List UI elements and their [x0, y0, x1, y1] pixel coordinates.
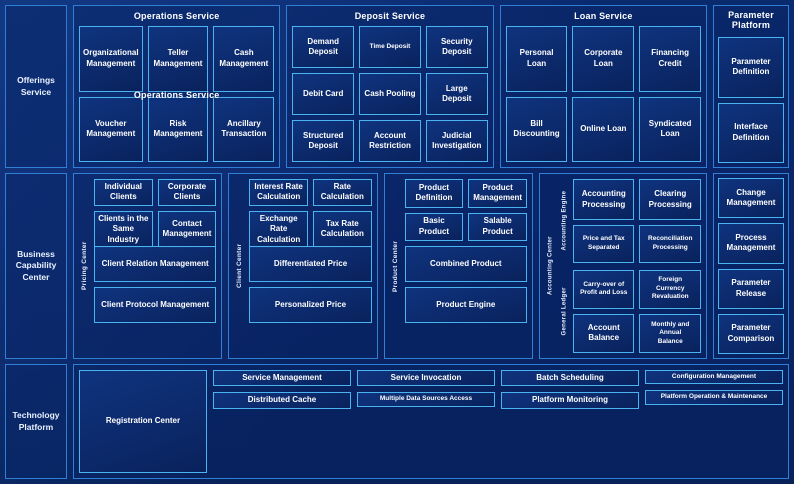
- card-client-protocol-management[interactable]: Client Protocol Management: [94, 287, 217, 323]
- technology-platform-row: Technology Platform Registration Center …: [5, 364, 789, 479]
- card-clients-in-the-same-industry[interactable]: Clients in the Same Industry: [94, 210, 153, 248]
- card-large-deposit[interactable]: Large Deposit: [425, 73, 488, 115]
- technology-column-1: Service Management Distributed Cache: [213, 370, 351, 473]
- card-security-deposit[interactable]: Security Deposit: [425, 26, 488, 68]
- card-client-relation-management[interactable]: Client Relation Management: [94, 246, 217, 282]
- card-product-engine[interactable]: Product Engine: [404, 287, 527, 323]
- tier-label-offerings-service: Offerings Service: [5, 5, 67, 168]
- group-technology-platform[interactable]: Registration Center Service Management D…: [73, 364, 789, 479]
- card-registration-center[interactable]: Registration Center: [79, 370, 207, 473]
- group-title-loan-service: Loan Service: [574, 11, 633, 21]
- card-time-deposit[interactable]: Time Deposit: [359, 26, 421, 68]
- card-product-definition[interactable]: Product Definition: [404, 179, 464, 208]
- card-distributed-cache[interactable]: Distributed Cache: [213, 392, 351, 409]
- card-monthly-and-annual-balance[interactable]: Monthly and Annual Balance: [639, 313, 701, 353]
- card-salable-product[interactable]: Salable Product: [468, 212, 527, 241]
- card-carry-over-of-profit-and-loss[interactable]: Carry-over of Profit and Loss: [572, 269, 635, 309]
- card-debit-card[interactable]: Debit Card: [292, 73, 355, 115]
- card-individual-clients[interactable]: Individual Clients: [94, 179, 153, 206]
- group-title-parameter-platform: Parameter Platform: [728, 10, 774, 30]
- card-personal-loan[interactable]: Personal Loan: [505, 26, 568, 92]
- card-clearing-processing[interactable]: Clearing Processing: [639, 179, 701, 221]
- group-loan-service[interactable]: Loan Service Personal Loan Corporate Loa…: [499, 5, 707, 168]
- card-financing-credit[interactable]: Financing Credit: [639, 26, 701, 92]
- card-bill-discounting[interactable]: Bill Discounting: [505, 96, 568, 162]
- card-demand-deposit[interactable]: Demand Deposit: [292, 26, 355, 68]
- group-operations-service[interactable]: Operations Service Operations Service Or…: [73, 5, 281, 168]
- card-change-management[interactable]: Change Management: [717, 178, 784, 219]
- tier-label-business-capability-center: Business Capability Center: [5, 173, 67, 359]
- subgroup-vlabel-accounting-engine: Accounting Engine: [561, 190, 568, 251]
- card-voucher-management[interactable]: Voucher Management: [79, 96, 143, 162]
- card-teller-management[interactable]: Teller Management: [147, 26, 209, 92]
- technology-column-2: Service Invocation Multiple Data Sources…: [357, 370, 495, 473]
- card-reconciliation-processing[interactable]: Reconciliation Processing: [639, 225, 701, 263]
- group-vlabel-product-center: Product Center: [391, 240, 399, 292]
- card-corporate-clients[interactable]: Corporate Clients: [157, 179, 217, 206]
- card-account-balance[interactable]: Account Balance: [572, 313, 635, 353]
- group-product-center[interactable]: Product Center Product Definition Produc…: [383, 173, 533, 359]
- card-corporate-loan[interactable]: Corporate Loan: [572, 26, 635, 92]
- card-price-and-tax-separated[interactable]: Price and Tax Separated: [572, 225, 635, 263]
- group-title-deposit-service: Deposit Service: [354, 11, 426, 21]
- group-title-operations-service-duplicate: Operations Service: [133, 90, 220, 100]
- card-differentiated-price[interactable]: Differentiated Price: [249, 246, 372, 282]
- card-platform-operation-and-maintenance[interactable]: Platform Operation & Maintenance: [645, 390, 783, 405]
- card-tax-rate-calculation[interactable]: Tax Rate Calculation: [312, 210, 372, 248]
- card-risk-management[interactable]: Risk Management: [147, 96, 209, 162]
- subgroup-vlabel-general-ledger: General Ledger: [561, 287, 568, 336]
- card-foreign-currency-revaluation[interactable]: Foreign Currency Revaluation: [639, 269, 701, 309]
- group-vlabel-accounting-center: Accounting Center: [547, 236, 554, 296]
- card-interface-definition[interactable]: Interface Definition: [717, 102, 784, 163]
- group-parameter-platform-bottom[interactable]: Change Management Process Management Par…: [712, 173, 789, 359]
- group-deposit-service[interactable]: Deposit Service Demand Deposit Time Depo…: [286, 5, 494, 168]
- card-syndicated-loan[interactable]: Syndicated Loan: [639, 96, 701, 162]
- tier-label-technology-platform: Technology Platform: [5, 364, 67, 479]
- card-product-management[interactable]: Product Management: [468, 179, 527, 208]
- card-contact-management[interactable]: Contact Management: [157, 210, 217, 248]
- card-account-restriction[interactable]: Account Restriction: [359, 120, 421, 162]
- card-cash-management[interactable]: Cash Management: [213, 26, 275, 92]
- card-process-management[interactable]: Process Management: [717, 223, 784, 264]
- technology-column-3: Batch Scheduling Platform Monitoring: [501, 370, 639, 473]
- subgroup-accounting-engine: Accounting Engine Accounting Processing …: [559, 179, 701, 263]
- offerings-service-row: Offerings Service Operations Service Ope…: [5, 5, 789, 168]
- card-configuration-management[interactable]: Configuration Management: [645, 370, 783, 385]
- card-batch-scheduling[interactable]: Batch Scheduling: [501, 370, 639, 387]
- card-online-loan[interactable]: Online Loan: [572, 96, 635, 162]
- group-title-operations-service: Operations Service: [133, 11, 220, 21]
- group-accounting-center[interactable]: Accounting Center Accounting Engine Acco…: [538, 173, 707, 359]
- group-parameter-platform-top[interactable]: Parameter Platform Parameter Definition …: [712, 5, 789, 168]
- card-parameter-definition[interactable]: Parameter Definition: [717, 37, 784, 98]
- card-personalized-price[interactable]: Personalized Price: [249, 287, 372, 323]
- card-parameter-release[interactable]: Parameter Release: [717, 268, 784, 309]
- group-pricing-center[interactable]: Pricing Center Individual Clients Corpor…: [73, 173, 223, 359]
- group-vlabel-pricing-center: Pricing Center: [81, 241, 88, 291]
- card-organizational-management[interactable]: Organizational Management: [79, 26, 143, 92]
- card-multiple-data-sources-access[interactable]: Multiple Data Sources Access: [357, 392, 495, 407]
- card-service-invocation[interactable]: Service Invocation: [357, 370, 495, 387]
- card-cash-pooling[interactable]: Cash Pooling: [359, 73, 421, 115]
- business-capability-center-row: Business Capability Center Pricing Cente…: [5, 173, 789, 359]
- group-client-center[interactable]: Client Center Interest Rate Calculation …: [228, 173, 378, 359]
- card-basic-product[interactable]: Basic Product: [404, 212, 464, 241]
- group-vlabel-client-center: Client Center: [236, 243, 244, 289]
- card-exchange-rate-calculation[interactable]: Exchange Rate Calculation: [249, 210, 308, 248]
- card-platform-monitoring[interactable]: Platform Monitoring: [501, 392, 639, 409]
- card-rate-calculation[interactable]: Rate Calculation: [312, 179, 372, 206]
- subgroup-general-ledger: General Ledger Carry-over of Profit and …: [559, 269, 701, 353]
- technology-column-4: Configuration Management Platform Operat…: [645, 370, 783, 473]
- card-service-management[interactable]: Service Management: [213, 370, 351, 387]
- card-parameter-comparison[interactable]: Parameter Comparison: [717, 313, 784, 354]
- card-ancillary-transaction[interactable]: Ancillary Transaction: [213, 96, 275, 162]
- card-combined-product[interactable]: Combined Product: [404, 246, 527, 282]
- card-interest-rate-calculation[interactable]: Interest Rate Calculation: [249, 179, 308, 206]
- card-accounting-processing[interactable]: Accounting Processing: [572, 179, 635, 221]
- card-judicial-investigation[interactable]: Judicial Investigation: [425, 120, 488, 162]
- card-structured-deposit[interactable]: Structured Deposit: [292, 120, 355, 162]
